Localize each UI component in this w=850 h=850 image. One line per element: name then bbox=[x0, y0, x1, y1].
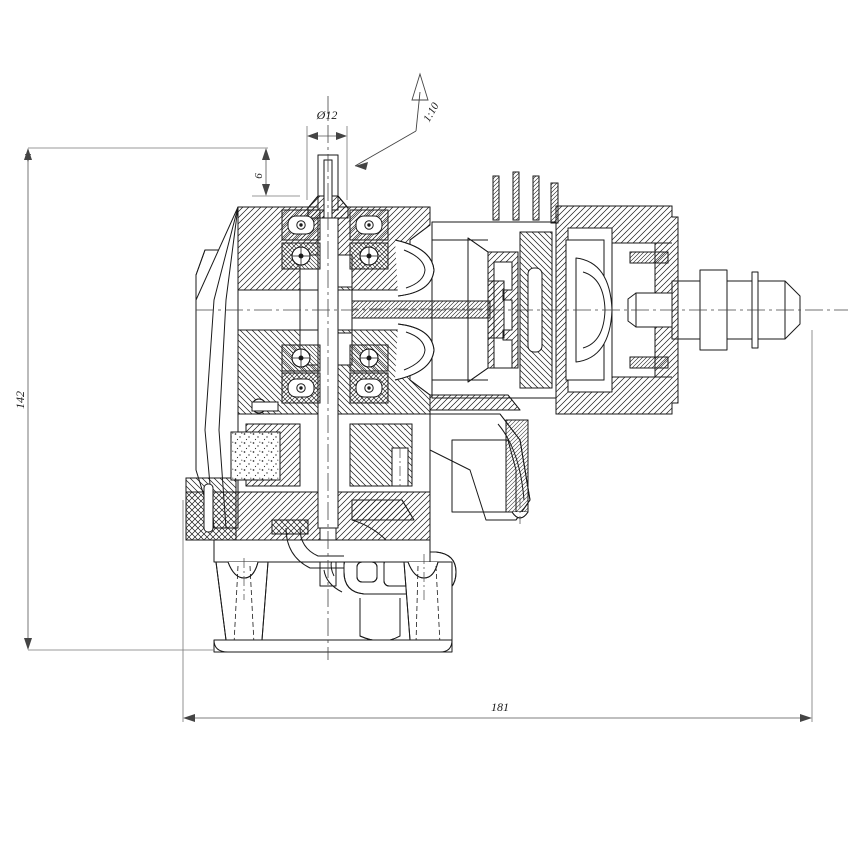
base-plate bbox=[213, 539, 453, 653]
mounting-foot-right bbox=[403, 554, 453, 647]
terminal-pin bbox=[532, 175, 540, 221]
upper-bearing-left bbox=[281, 209, 321, 270]
taper-callout bbox=[354, 72, 429, 170]
dim-label-overall-height: 142 bbox=[13, 391, 27, 409]
outlet-duct bbox=[271, 499, 415, 569]
terminal-pin bbox=[550, 182, 559, 224]
lower-bearing-left bbox=[281, 344, 321, 404]
upper-bearing-right bbox=[349, 209, 389, 270]
lower-bearing-right bbox=[349, 344, 389, 404]
assembly-geometry bbox=[185, 154, 801, 653]
leader-arrowhead bbox=[355, 162, 368, 170]
transition-lobes bbox=[394, 239, 435, 381]
dimension-shaft-diameter bbox=[306, 126, 348, 200]
leader-line bbox=[354, 130, 417, 167]
terminal-pins bbox=[492, 171, 559, 224]
terminal-pin bbox=[512, 171, 520, 221]
dim-label-shaft-diameter: Ø12 bbox=[316, 108, 338, 122]
dimension-step-offset bbox=[252, 148, 300, 197]
center-lines bbox=[196, 96, 848, 660]
dim-label-step-offset: 6 bbox=[253, 173, 265, 179]
taper-symbol-icon bbox=[411, 72, 429, 101]
plug-fitting bbox=[251, 398, 279, 414]
dimension-layer bbox=[24, 126, 813, 722]
connector-cavity bbox=[356, 561, 378, 583]
terminal-pin bbox=[492, 175, 500, 221]
dimension-overall-length bbox=[182, 330, 813, 722]
dim-label-overall-length: 181 bbox=[491, 700, 509, 714]
